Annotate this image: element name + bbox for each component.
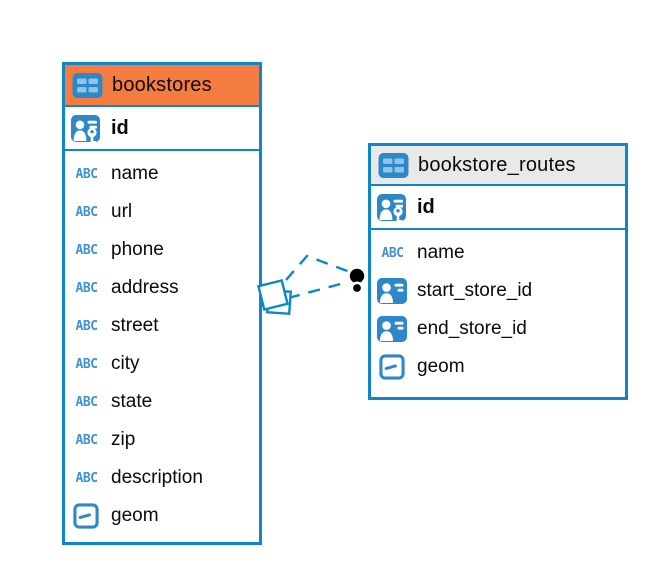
field-label: geom bbox=[417, 356, 465, 377]
field-row[interactable]: ABC address bbox=[65, 269, 259, 307]
field-row[interactable]: ABC name bbox=[65, 155, 259, 193]
text-type-icon: ABC bbox=[75, 356, 98, 372]
field-row[interactable]: ABC street bbox=[65, 307, 259, 345]
geometry-type-icon bbox=[379, 354, 405, 380]
table-icon bbox=[378, 152, 409, 179]
text-type-icon: ABC bbox=[75, 242, 98, 258]
reference-type-icon bbox=[377, 316, 408, 342]
field-label: start_store_id bbox=[417, 280, 533, 301]
field-label: description bbox=[111, 467, 203, 488]
field-row[interactable]: ABC description bbox=[65, 459, 259, 497]
relationship-line-upper[interactable] bbox=[285, 254, 351, 281]
table-bookstore-routes-header[interactable]: bookstore_routes bbox=[371, 146, 625, 186]
text-type-icon: ABC bbox=[75, 318, 98, 334]
field-list: ABC name start_store_id end_store_id geo… bbox=[371, 230, 625, 397]
field-list: ABC name ABC url ABC phone ABC address A… bbox=[65, 151, 259, 542]
table-name: bookstore_routes bbox=[418, 153, 576, 176]
field-label: phone bbox=[111, 239, 164, 260]
table-icon bbox=[72, 72, 103, 99]
field-label: end_store_id bbox=[417, 318, 527, 339]
text-type-icon: ABC bbox=[381, 245, 404, 261]
field-row[interactable]: ABC name bbox=[371, 234, 625, 272]
table-bookstores-header[interactable]: bookstores bbox=[65, 65, 259, 107]
reference-type-icon bbox=[377, 278, 408, 304]
field-row[interactable]: ABC state bbox=[65, 383, 259, 421]
table-name: bookstores bbox=[112, 73, 212, 96]
primary-key-icon bbox=[71, 115, 102, 148]
field-row[interactable]: ABC phone bbox=[65, 231, 259, 269]
table-bookstore-routes[interactable]: bookstore_routes id ABC name start_store… bbox=[368, 143, 628, 400]
field-label: name bbox=[417, 242, 465, 263]
primary-key-icon bbox=[377, 194, 408, 227]
field-label: url bbox=[111, 201, 133, 222]
field-row[interactable]: geom bbox=[65, 497, 259, 535]
text-type-icon: ABC bbox=[75, 394, 98, 410]
field-row[interactable]: start_store_id bbox=[371, 272, 625, 310]
text-type-icon: ABC bbox=[75, 280, 98, 296]
relationship-source-marker[interactable] bbox=[256, 278, 293, 316]
field-label: address bbox=[111, 277, 179, 298]
field-label: zip bbox=[111, 429, 136, 450]
geometry-type-icon bbox=[73, 503, 99, 529]
relationship-line-lower[interactable] bbox=[287, 280, 349, 300]
table-bookstores[interactable]: bookstores id ABC name ABC url ABC phone… bbox=[62, 62, 262, 545]
field-row[interactable]: geom bbox=[371, 348, 625, 386]
primary-key-row[interactable]: id bbox=[371, 186, 625, 230]
primary-key-row[interactable]: id bbox=[65, 107, 259, 151]
text-type-icon: ABC bbox=[75, 204, 98, 220]
field-label: id bbox=[417, 195, 435, 218]
field-label: street bbox=[111, 315, 159, 336]
field-row[interactable]: ABC zip bbox=[65, 421, 259, 459]
field-label: geom bbox=[111, 505, 159, 526]
field-row[interactable]: end_store_id bbox=[371, 310, 625, 348]
text-type-icon: ABC bbox=[75, 470, 98, 486]
field-label: name bbox=[111, 163, 159, 184]
text-type-icon: ABC bbox=[75, 166, 98, 182]
text-type-icon: ABC bbox=[75, 432, 98, 448]
field-row[interactable]: ABC city bbox=[65, 345, 259, 383]
field-label: state bbox=[111, 391, 153, 412]
field-label: city bbox=[111, 353, 140, 374]
field-label: id bbox=[111, 116, 129, 139]
relationship-target-marker[interactable] bbox=[349, 268, 365, 295]
field-row[interactable]: ABC url bbox=[65, 193, 259, 231]
